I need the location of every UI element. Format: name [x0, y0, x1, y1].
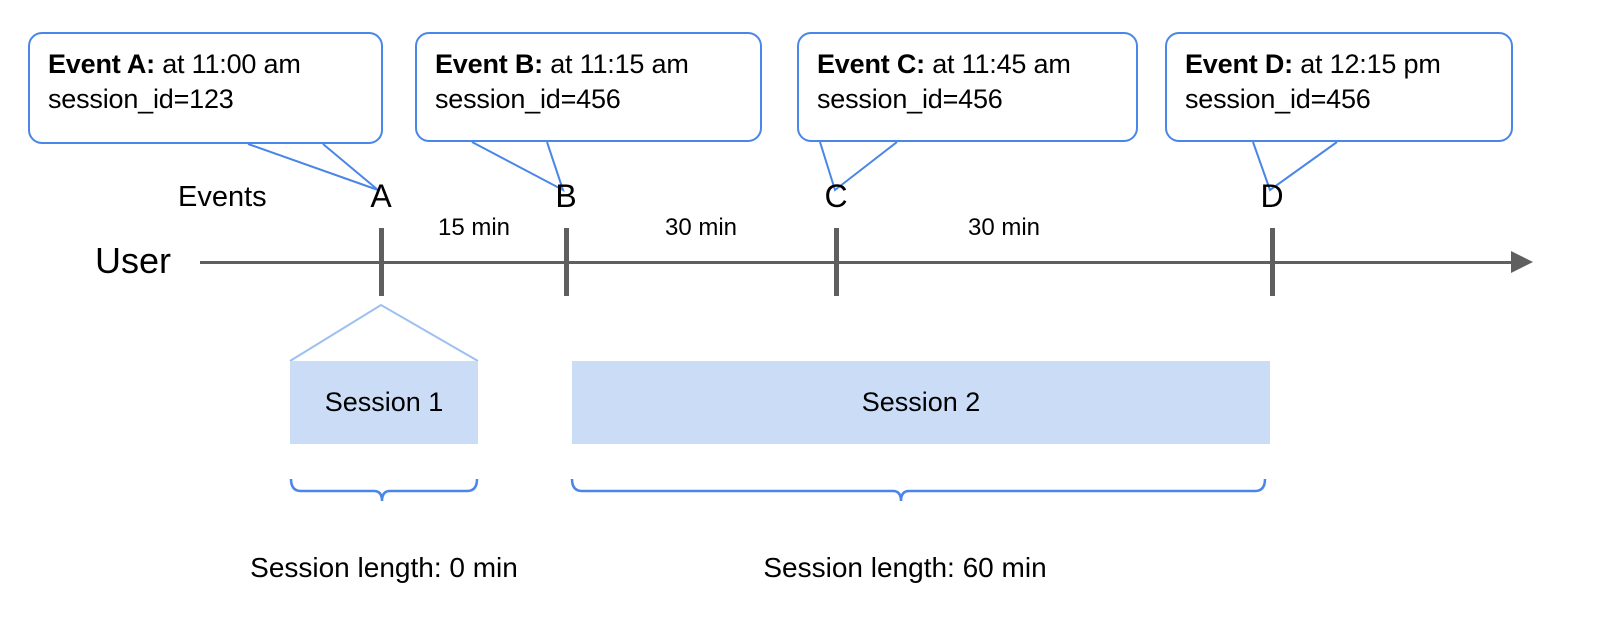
callout-event-d[interactable]: Event D: at 12:15 pm session_id=456 [1165, 32, 1513, 142]
event-letter-d: D [1260, 178, 1284, 214]
event-tick-b [564, 228, 569, 296]
gap-label-b-c: 30 min [664, 214, 738, 241]
callout-b-time: at 11:15 am [542, 49, 689, 79]
event-tick-c [834, 228, 839, 296]
callout-c-session: session_id=456 [817, 84, 1003, 115]
event-tick-d [1270, 228, 1275, 296]
callout-b-session: session_id=456 [435, 84, 621, 115]
event-letter-c: C [824, 178, 848, 214]
session1-brace [289, 478, 479, 502]
callout-c-label: Event C: [817, 49, 925, 79]
event-letter-a: A [370, 178, 392, 214]
events-row-label: Events [178, 181, 267, 213]
gap-label-c-d: 30 min [967, 214, 1041, 241]
callout-event-b[interactable]: Event B: at 11:15 am session_id=456 [415, 32, 762, 142]
callout-event-a[interactable]: Event A: at 11:00 am session_id=123 [28, 32, 383, 144]
event-letter-b: B [555, 178, 577, 214]
session-bar-2-label: Session 2 [861, 387, 981, 417]
callout-b-label: Event B: [435, 49, 543, 79]
callout-c-time: at 11:45 am [924, 49, 1071, 79]
callout-a-label: Event A: [48, 49, 155, 79]
callout-a-time: at 11:00 am [154, 49, 301, 79]
callout-d-session: session_id=456 [1185, 84, 1371, 115]
timeline-axis [200, 261, 1515, 264]
callout-d-time: at 12:15 pm [1292, 49, 1441, 79]
session-2-length-label: Session length: 60 min [763, 552, 1047, 583]
session1-funnel [289, 303, 479, 362]
session2-brace [570, 478, 1267, 502]
callout-tail-a [247, 143, 379, 191]
session-bar-1[interactable]: Session 1 [290, 361, 478, 444]
callout-d-label: Event D: [1185, 49, 1293, 79]
callout-a-session: session_id=123 [48, 84, 234, 115]
event-tick-a [379, 228, 384, 296]
timeline-arrowhead [1511, 251, 1533, 273]
gap-label-a-b: 15 min [437, 214, 511, 241]
session-bar-1-label: Session 1 [324, 387, 444, 417]
session-bar-2[interactable]: Session 2 [572, 361, 1270, 444]
user-row-label: User [95, 240, 172, 281]
session-1-length-label: Session length: 0 min [250, 552, 518, 583]
callout-event-c[interactable]: Event C: at 11:45 am session_id=456 [797, 32, 1138, 142]
